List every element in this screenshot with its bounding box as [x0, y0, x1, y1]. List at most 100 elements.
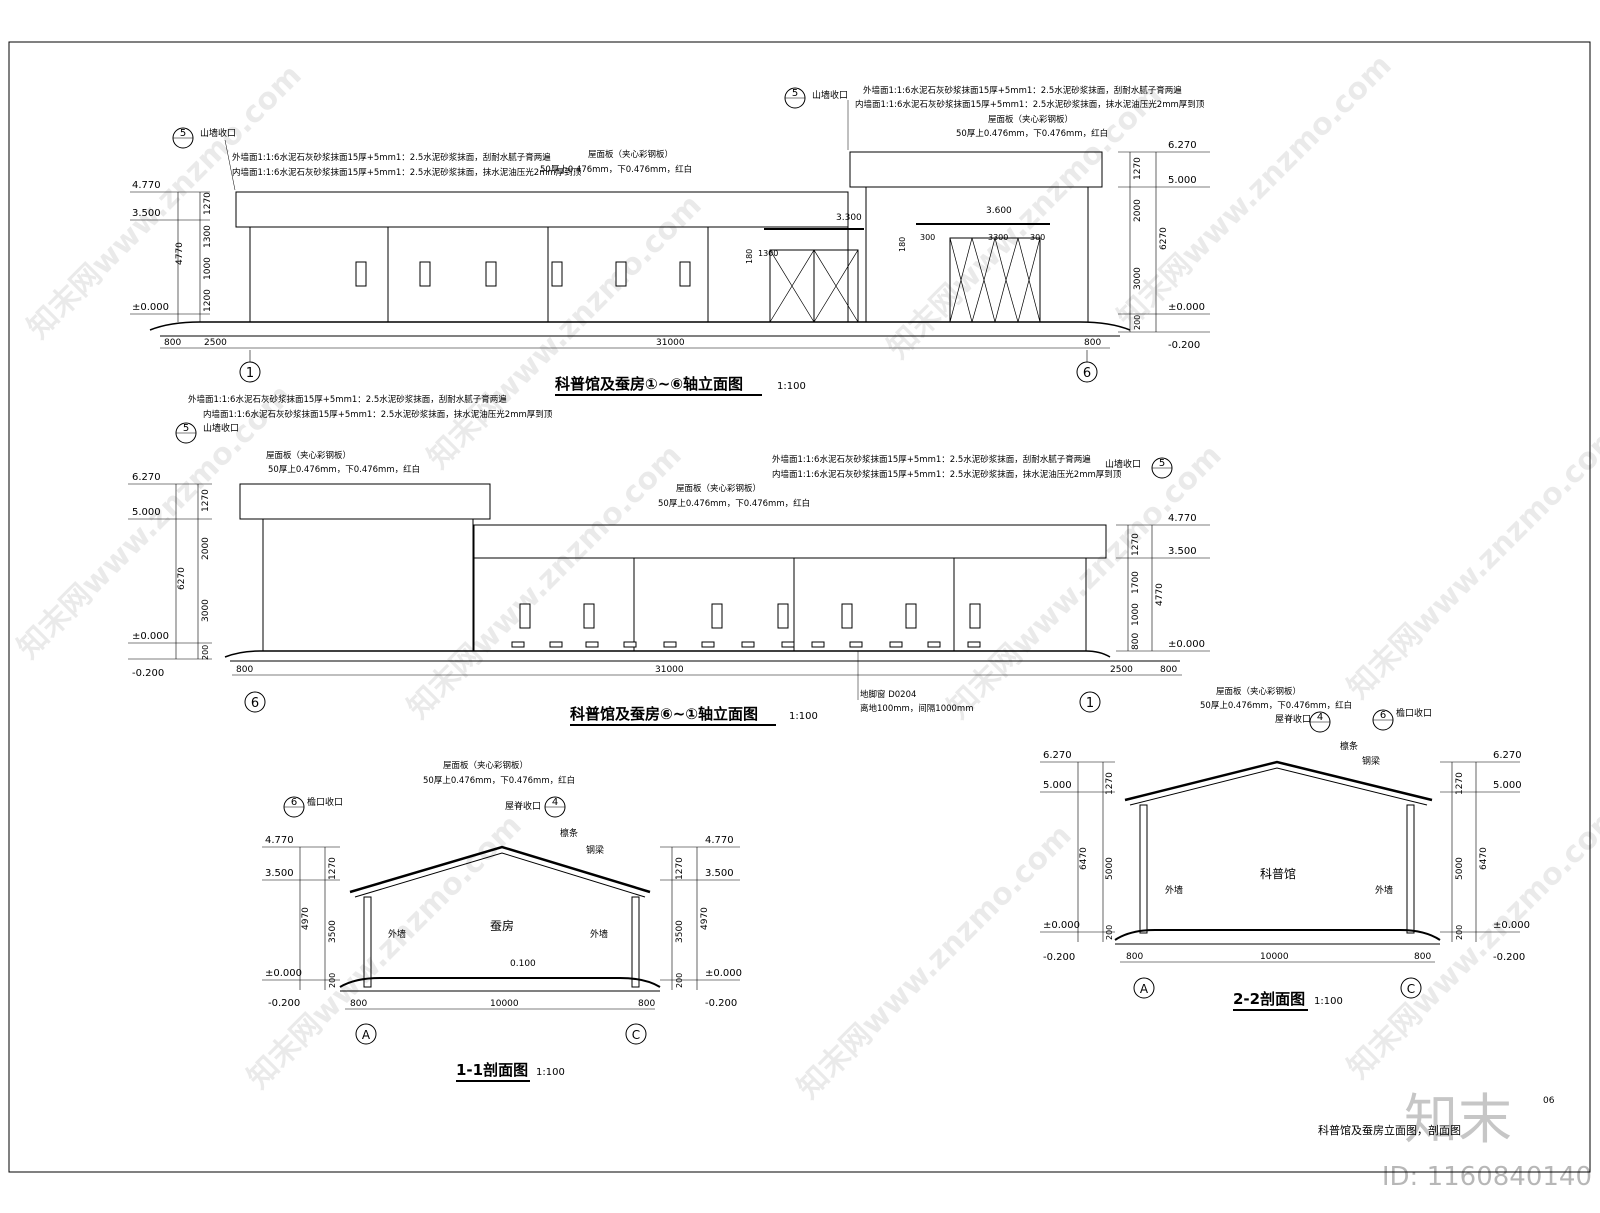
svg-text:屋面板（夹心彩钢板）: 屋面板（夹心彩钢板）: [988, 114, 1073, 125]
svg-text:31000: 31000: [655, 665, 684, 675]
level-label: 3.500: [132, 208, 161, 219]
watermark-text: 知末网www.znzmo.com: [11, 378, 299, 666]
level-marks-left: 4.770 3.500 ±0.000 1270 1300 1000 1200 4…: [130, 180, 213, 322]
svg-text:3500: 3500: [675, 920, 685, 943]
sheet-number: 06: [1543, 1096, 1555, 1106]
svg-text:800: 800: [236, 665, 253, 675]
svg-text:1000: 1000: [203, 257, 213, 280]
svg-text:300: 300: [1030, 233, 1045, 242]
svg-text:3.500: 3.500: [1168, 546, 1197, 557]
svg-text:屋面板（夹心彩钢板）: 屋面板（夹心彩钢板）: [588, 149, 673, 160]
svg-text:檩条: 檩条: [560, 827, 578, 839]
svg-text:200: 200: [328, 973, 337, 988]
svg-text:5000: 5000: [1105, 857, 1115, 880]
elevation-6-1: 6.270 5.000 ±0.000 -0.200 1270 2000 3000…: [128, 394, 1210, 726]
svg-text:1300: 1300: [758, 249, 778, 258]
svg-text:3.500: 3.500: [265, 868, 294, 879]
svg-text:6.270: 6.270: [1168, 140, 1197, 151]
svg-text:800: 800: [638, 999, 655, 1009]
svg-text:地脚窗 D0204: 地脚窗 D0204: [860, 689, 916, 700]
svg-text:6470: 6470: [1479, 847, 1489, 870]
svg-text:蚕房: 蚕房: [490, 918, 514, 933]
svg-text:6: 6: [1083, 366, 1091, 381]
drawing-title: 2-2剖面图: [1233, 990, 1305, 1008]
svg-text:外墙: 外墙: [1165, 884, 1183, 896]
svg-text:2500: 2500: [1110, 665, 1133, 675]
svg-text:31000: 31000: [656, 338, 685, 348]
svg-text:内墙面1:1:6水泥石灰砂浆抹面15厚+5mm1：2.5水泥: 内墙面1:1:6水泥石灰砂浆抹面15厚+5mm1：2.5水泥砂浆抹面，抹水泥油压…: [772, 469, 1122, 480]
svg-text:±0.000: ±0.000: [265, 968, 302, 979]
ground-line: [149, 321, 1131, 331]
svg-text:200: 200: [675, 973, 684, 988]
watermark-text: 知末网www.znzmo.com: [421, 188, 709, 476]
svg-text:钢梁: 钢梁: [586, 844, 604, 856]
svg-text:±0.000: ±0.000: [1168, 639, 1205, 650]
svg-text:-0.200: -0.200: [268, 998, 300, 1009]
svg-text:200: 200: [201, 645, 210, 660]
svg-text:300: 300: [920, 233, 935, 242]
wall-right: [631, 896, 640, 988]
svg-text:6: 6: [1380, 710, 1386, 721]
svg-text:山墙收口: 山墙收口: [203, 422, 239, 434]
svg-text:1:100: 1:100: [536, 1067, 565, 1078]
svg-text:50厚上0.476mm，下0.476mm，红白: 50厚上0.476mm，下0.476mm，红白: [540, 164, 692, 175]
svg-text:800: 800: [350, 999, 367, 1009]
svg-text:1300: 1300: [203, 225, 213, 248]
svg-text:3300: 3300: [988, 233, 1008, 242]
brand-logo: 知末: [1404, 1088, 1512, 1151]
svg-text:800: 800: [1131, 633, 1141, 650]
svg-text:1270: 1270: [203, 192, 213, 215]
svg-text:6.270: 6.270: [132, 472, 161, 483]
svg-text:5: 5: [792, 88, 798, 99]
svg-text:5: 5: [183, 423, 189, 434]
window-row: [519, 603, 981, 629]
svg-text:200: 200: [1455, 925, 1464, 940]
elevation-1-6: 3.300 3.600 300 3300 300 1300 180 180 4.…: [130, 85, 1210, 396]
svg-text:±0.000: ±0.000: [132, 631, 169, 642]
svg-text:A: A: [362, 1028, 371, 1042]
svg-text:50厚上0.476mm，下0.476mm，红白: 50厚上0.476mm，下0.476mm，红白: [956, 128, 1108, 139]
svg-text:0.100: 0.100: [510, 959, 536, 969]
roof-slope: [1124, 760, 1433, 802]
svg-text:1700: 1700: [1131, 571, 1141, 594]
sheet-title: 科普馆及蚕房立面图，剖面图: [1318, 1123, 1461, 1137]
svg-text:5.000: 5.000: [1043, 780, 1072, 791]
watermark-text: 知末网www.znzmo.com: [941, 438, 1229, 726]
svg-text:4770: 4770: [175, 242, 185, 265]
svg-text:4970: 4970: [700, 907, 710, 930]
brick-wall-low: [249, 226, 849, 323]
svg-text:200: 200: [1105, 925, 1114, 940]
svg-text:A: A: [1140, 982, 1149, 996]
svg-text:-0.200: -0.200: [1493, 952, 1525, 963]
svg-text:-0.200: -0.200: [132, 668, 164, 679]
svg-text:外墙: 外墙: [590, 928, 608, 940]
svg-text:6.270: 6.270: [1493, 750, 1522, 761]
svg-text:屋脊收口: 屋脊收口: [505, 800, 541, 812]
watermark-text: 知末网www.znzmo.com: [791, 818, 1079, 1106]
svg-text:内墙面1:1:6水泥石灰砂浆抹面15厚+5mm1：2.5水泥: 内墙面1:1:6水泥石灰砂浆抹面15厚+5mm1：2.5水泥砂浆抹面，抹水泥油压…: [203, 409, 553, 420]
level-label: ±0.000: [132, 302, 169, 313]
svg-text:离地100mm，间隔1000mm: 离地100mm，间隔1000mm: [860, 703, 973, 714]
svg-text:1:100: 1:100: [789, 711, 818, 722]
svg-text:檐口收口: 檐口收口: [307, 796, 343, 808]
svg-text:800: 800: [164, 338, 181, 348]
svg-text:1000: 1000: [1131, 603, 1141, 626]
watermark-text: 知末网www.znzmo.com: [1341, 798, 1600, 1086]
image-id: ID: 1160840140: [1382, 1162, 1592, 1192]
svg-text:2000: 2000: [1133, 199, 1143, 222]
svg-text:檩条: 檩条: [1340, 740, 1358, 752]
watermark-layer: 知末网www.znzmo.com 知末网www.znzmo.com 知末网www…: [11, 48, 1600, 1106]
svg-text:1270: 1270: [675, 857, 685, 880]
svg-text:3000: 3000: [1133, 267, 1143, 290]
svg-text:山墙收口: 山墙收口: [1105, 458, 1141, 470]
wall-right: [1406, 804, 1415, 934]
svg-text:50厚上0.476mm，下0.476mm，红白: 50厚上0.476mm，下0.476mm，红白: [658, 498, 810, 509]
svg-text:4970: 4970: [301, 907, 311, 930]
brick-wall-high: [262, 518, 474, 652]
svg-text:200: 200: [1133, 315, 1142, 330]
level-label: 4.770: [132, 180, 161, 191]
svg-text:5.000: 5.000: [1168, 175, 1197, 186]
svg-text:4.770: 4.770: [265, 835, 294, 846]
svg-text:800: 800: [1160, 665, 1177, 675]
